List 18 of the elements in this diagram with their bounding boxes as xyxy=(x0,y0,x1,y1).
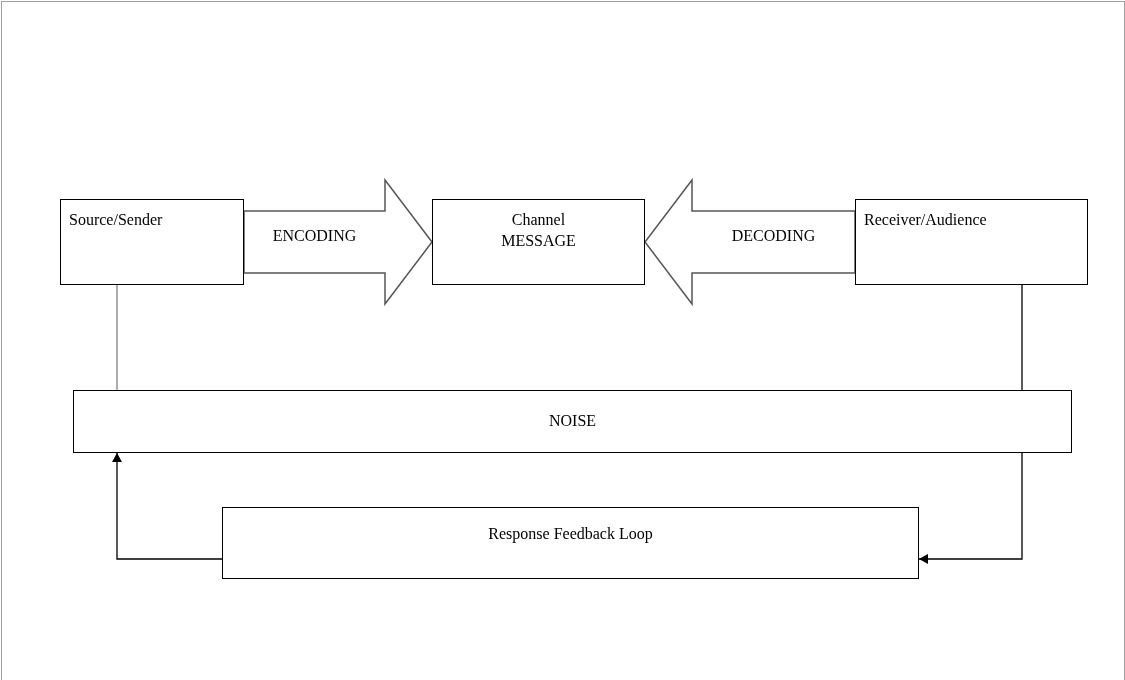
process-box xyxy=(222,507,919,579)
arrow xyxy=(112,452,223,560)
box-label: Receiver/Audience xyxy=(864,210,987,230)
process-box xyxy=(60,199,244,285)
box-label: NOISE xyxy=(548,411,597,432)
connector-line xyxy=(116,284,118,391)
block-arrow xyxy=(243,177,433,307)
edge-label: DECODING xyxy=(731,226,816,246)
process-box xyxy=(855,199,1088,285)
edge-label: ENCODING xyxy=(272,226,357,246)
arrow xyxy=(918,452,1023,564)
box-label: Response Feedback Loop xyxy=(488,524,653,545)
connector-line xyxy=(1021,284,1023,391)
block-arrow xyxy=(644,177,856,307)
box-label: Source/Sender xyxy=(69,210,163,230)
box-label: Channel MESSAGE xyxy=(500,210,577,251)
process-box xyxy=(73,390,1072,453)
process-box xyxy=(432,199,645,285)
